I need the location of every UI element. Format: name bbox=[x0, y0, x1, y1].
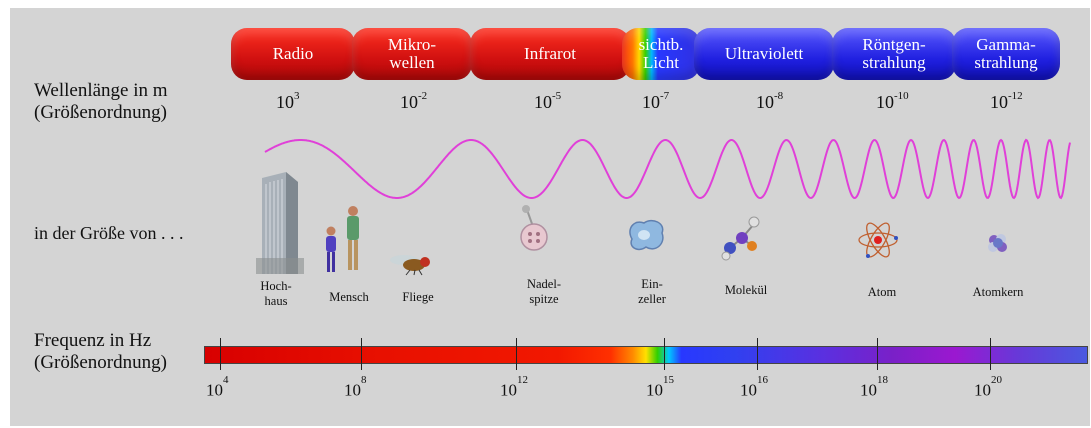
band-roentgenstrahlung: Röntgen- strahlung bbox=[832, 28, 956, 80]
fly-icon bbox=[390, 255, 430, 276]
frequency-label: Frequenz in Hz (Größenordnung) bbox=[34, 330, 167, 374]
frequency-tick-label: 1018 bbox=[860, 374, 888, 400]
frequency-tick bbox=[664, 338, 665, 370]
wavelength-value-licht: 10-7 bbox=[642, 90, 670, 112]
band-mikrowellen: Mikro- wellen bbox=[352, 28, 472, 80]
object-label-fliege: Fliege bbox=[402, 290, 434, 304]
wavelength-label-line1: Wellenlänge in m bbox=[34, 80, 168, 101]
frequency-bar bbox=[204, 346, 1088, 364]
frequency-tick bbox=[757, 338, 758, 370]
wavelength-value-infrarot: 10-5 bbox=[534, 90, 562, 112]
band-mikrowellen-label: Mikro- wellen bbox=[387, 35, 437, 72]
skyscraper-icon bbox=[256, 172, 304, 274]
band-radio: Radio bbox=[231, 28, 355, 80]
object-label-mensch: Mensch bbox=[329, 290, 369, 304]
object-label-nadelspitze: Nadel- spitze bbox=[526, 277, 561, 306]
wavelength-value-gamma: 10-12 bbox=[990, 90, 1023, 112]
band-radio-label: Radio bbox=[272, 44, 314, 63]
frequency-label-line1: Frequenz in Hz bbox=[34, 330, 152, 351]
cell-icon bbox=[629, 219, 664, 251]
wave-line bbox=[264, 138, 1071, 200]
wavelength-value-mikrowellen: 10-2 bbox=[400, 90, 428, 112]
object-label-einzeller: Ein- zeller bbox=[638, 277, 666, 306]
frequency-tick-label: 1012 bbox=[500, 374, 528, 400]
needle-button-icon bbox=[520, 205, 548, 251]
frequency-tick bbox=[361, 338, 362, 370]
band-ultraviolett-label: Ultraviolett bbox=[724, 44, 804, 63]
band-ultraviolett: Ultraviolett bbox=[694, 28, 834, 80]
molecule-icon bbox=[721, 216, 760, 261]
frequency-tick-label: 104 bbox=[206, 374, 229, 400]
frequency-tick-label: 1020 bbox=[974, 374, 1002, 400]
wavelength-value-uv: 10-8 bbox=[756, 90, 784, 112]
band-gammastrahlung: Gamma- strahlung bbox=[952, 28, 1060, 80]
object-label-molekuel: Molekül bbox=[724, 283, 768, 297]
band-infrarot: Infrarot bbox=[470, 28, 630, 80]
wavelength-label-line2: (Größenordnung) bbox=[34, 102, 167, 123]
frequency-tick-label: 1015 bbox=[646, 374, 674, 400]
band-sichtbares-licht: sichtb. Licht bbox=[622, 28, 700, 80]
band-sichtbares-licht-label: sichtb. Licht bbox=[638, 35, 684, 72]
frequency-tick bbox=[220, 338, 221, 370]
people-icon bbox=[326, 206, 359, 272]
frequency-tick bbox=[877, 338, 878, 370]
frequency-tick bbox=[516, 338, 517, 370]
frequency-label-line2: (Größenordnung) bbox=[34, 352, 167, 373]
frequency-tick-label: 1016 bbox=[740, 374, 768, 400]
object-label-atom: Atom bbox=[867, 285, 897, 299]
frequency-tick bbox=[990, 338, 991, 370]
wavelength-value-radio: 103 bbox=[276, 90, 300, 112]
nucleus-icon bbox=[988, 234, 1007, 252]
object-label-hochhaus: Hoch- haus bbox=[260, 279, 292, 308]
object-label-atomkern: Atomkern bbox=[972, 285, 1024, 299]
wavelength-label: Wellenlänge in m (Größenordnung) bbox=[34, 80, 168, 124]
size-label: in der Größe von . . . bbox=[34, 223, 184, 243]
band-gammastrahlung-label: Gamma- strahlung bbox=[974, 35, 1038, 72]
wavelength-value-roentgen: 10-10 bbox=[876, 90, 909, 112]
frequency-tick-label: 108 bbox=[344, 374, 367, 400]
band-roentgenstrahlung-label: Röntgen- strahlung bbox=[862, 35, 926, 72]
atom-icon bbox=[858, 222, 898, 258]
band-infrarot-label: Infrarot bbox=[524, 44, 576, 63]
